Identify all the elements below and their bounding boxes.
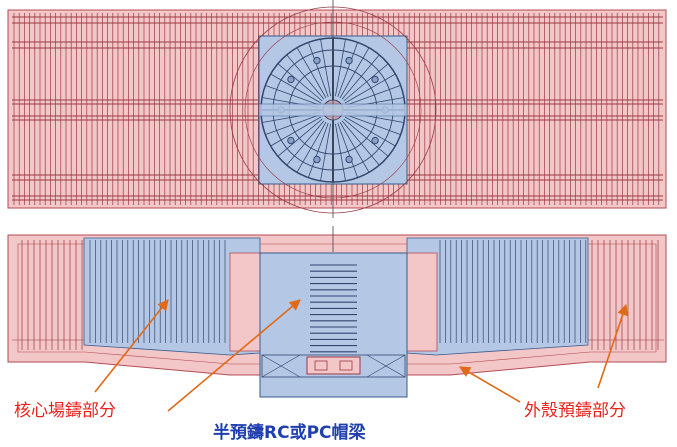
cap-beam-ties: [310, 264, 357, 353]
rebar-line: [346, 84, 401, 106]
cap-arrow: [167, 299, 301, 412]
rebar-line: [296, 121, 327, 173]
rebar-line: [307, 123, 329, 178]
core-cast-label: 核心場鑄部分: [14, 401, 116, 421]
anchor-bolt-icon: [345, 155, 353, 164]
rebar-line: [307, 42, 329, 97]
rebar-line: [335, 123, 346, 181]
rebar-line: [344, 116, 396, 147]
rebar-line: [339, 121, 370, 173]
rebar-line: [339, 47, 370, 99]
rebar-line: [286, 120, 325, 166]
cap-beam-body: [259, 252, 408, 398]
anchor-bolt-icon: [345, 56, 353, 65]
anchor-bolt-icon: [313, 56, 321, 65]
rebar-line: [296, 47, 327, 99]
rebar-line: [335, 39, 346, 97]
rebar-line: [286, 54, 325, 100]
plan-view: [7, 0, 667, 218]
cap-beam-label: 半預鑄RC或PC帽梁: [213, 423, 366, 443]
rebar-line: [265, 84, 320, 106]
rebar-line: [341, 120, 380, 166]
plan-core-band: [258, 103, 408, 117]
elevation-shell-inner: [17, 243, 657, 365]
rebar-line: [265, 114, 320, 136]
right-pink-pocket: [406, 252, 438, 352]
rebar-line: [346, 114, 401, 136]
anchor-bolt-icon: [371, 75, 379, 84]
anchor-bolt-icon: [287, 136, 295, 145]
rebar-line: [277, 118, 323, 157]
shell-precast-label: 外殼預鑄部分: [524, 401, 626, 421]
rebar-line: [337, 123, 359, 178]
rebar-line: [270, 116, 322, 147]
shell-arrow-left: [459, 366, 521, 403]
rebar-line: [277, 63, 323, 102]
shell-arrow-right: [597, 303, 629, 389]
cap-beam-bottom-detail: [261, 354, 406, 378]
rebar-line: [270, 73, 322, 104]
core-arrow: [94, 299, 169, 393]
rebar-line: [337, 42, 359, 97]
rebar-line: [320, 39, 331, 97]
core-rebars: [89, 240, 587, 343]
rebar-line: [343, 118, 389, 157]
rebar-line: [344, 73, 396, 104]
elevation-view: [7, 226, 667, 398]
anchor-bolt-icon: [313, 155, 321, 164]
rebar-line: [320, 123, 331, 181]
anchor-bolt-icon: [371, 136, 379, 145]
anchor-bolt-icon: [287, 75, 295, 84]
rebar-line: [343, 63, 389, 102]
rebar-line: [341, 54, 380, 100]
left-pink-pocket: [229, 252, 261, 352]
